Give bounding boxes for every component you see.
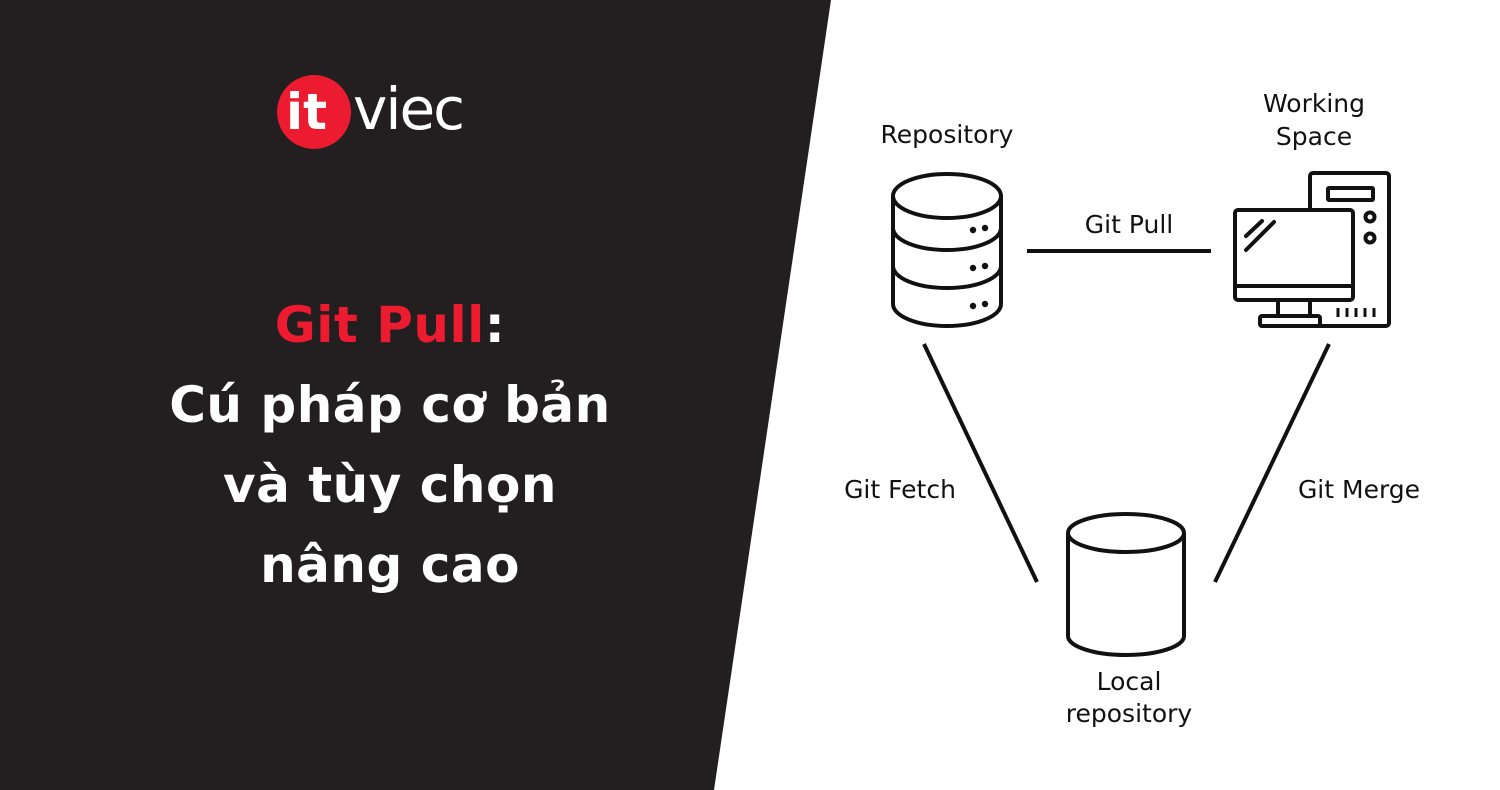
- headline-colon: :: [484, 296, 506, 354]
- headline-line-3: và tùy chọn: [223, 456, 557, 514]
- itviec-logo: it viec: [277, 75, 465, 149]
- database-server-icon: [891, 172, 1003, 328]
- headline: Git Pull: Cú pháp cơ bản và tùy chọn nân…: [0, 285, 780, 605]
- local-repository-label-line2: repository: [1066, 699, 1193, 728]
- local-repository-label-line1: Local: [1097, 667, 1162, 696]
- edge-git-fetch-line: [922, 343, 1039, 583]
- git-merge-label: Git Merge: [1298, 475, 1420, 504]
- logo-red-circle: [277, 75, 351, 149]
- working-space-label-line1: Working: [1263, 89, 1365, 118]
- headline-line-4: nâng cao: [260, 536, 520, 594]
- headline-line-2: Cú pháp cơ bản: [169, 376, 611, 434]
- database-cylinder-icon: [1066, 512, 1186, 657]
- headline-accent: Git Pull: [274, 296, 485, 354]
- edge-git-merge-line: [1213, 343, 1331, 583]
- desktop-computer-icon: [1233, 171, 1391, 328]
- repository-label: Repository: [881, 120, 1014, 149]
- git-pull-label: Git Pull: [1085, 210, 1173, 239]
- logo-text-it: it: [286, 83, 327, 141]
- working-space-label-line2: Space: [1276, 122, 1352, 151]
- headline-line-1: Git Pull:: [0, 285, 780, 365]
- git-fetch-label: Git Fetch: [844, 475, 956, 504]
- logo-text-viec: viec: [353, 75, 463, 143]
